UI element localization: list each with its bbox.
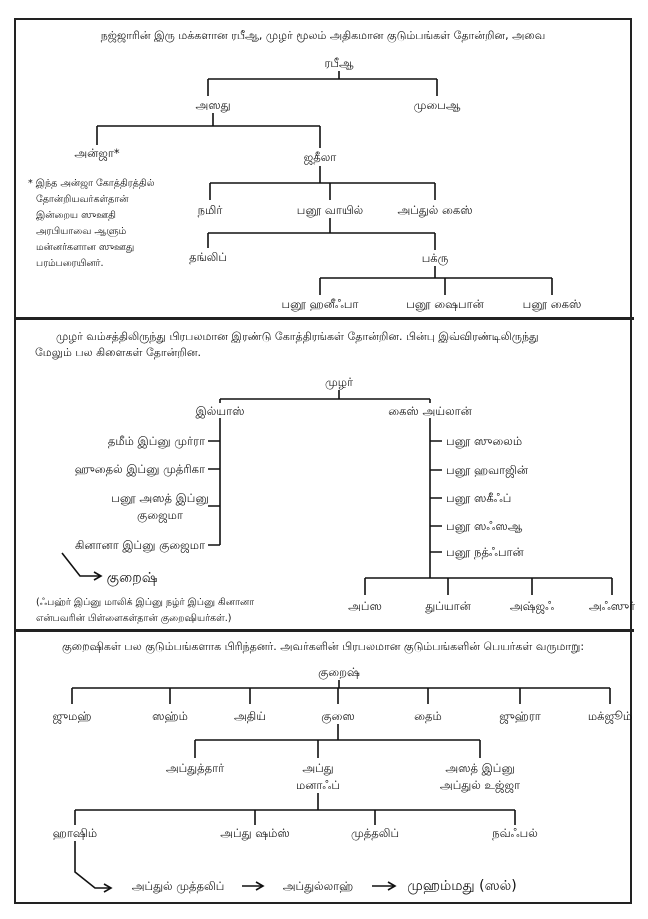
- section1-footnote: * இந்த அன்ஜா கோத்திரத்தில் தோன்றியவர்கள்…: [28, 176, 155, 272]
- footnote-line: பரம்பரையினர்.: [36, 258, 104, 269]
- node-abdul-qais: அப்துல் கைஸ்: [397, 203, 473, 217]
- node-banu-shaiban: பனூ ஷைபான்: [406, 297, 484, 311]
- node-sahm: ஸஹ்ம்: [152, 709, 188, 723]
- node-taghlib: தங்லிப்: [189, 250, 227, 264]
- node-taim: தைம்: [414, 709, 442, 723]
- node-adiy: அதிய்: [233, 709, 267, 723]
- node-abdullah: அப்துல்லாஹ்: [282, 879, 354, 893]
- node-muhammad: முஹம்மது (ஸல்): [407, 878, 517, 894]
- node-qusai: குஸை: [321, 709, 355, 723]
- node-kinana: கினானா இப்னு குஜைமா: [74, 538, 205, 552]
- node-makhzum: மக்ஜூம்: [587, 709, 633, 723]
- footnote-line: இன்றைய ஸுஊதி: [36, 210, 116, 221]
- node-hashim: ஹாஷிம்: [52, 826, 98, 840]
- page-frame: [14, 18, 632, 904]
- node-banu-hanifa: பனூ ஹனீஃபா: [281, 297, 359, 311]
- node-banu-wail: பனூ வாயில்: [296, 203, 364, 217]
- node-banu-asad-line2: குஜைமா: [137, 508, 183, 522]
- node-banu-sasaa: பனூ ஸஃஸஆ: [446, 519, 523, 533]
- node-asad: அஸது: [195, 98, 231, 112]
- node-quraysh-root: குறைஷ்: [318, 665, 360, 679]
- node-abd-shams: அப்து ஷம்ஸ்: [220, 826, 290, 840]
- section-divider: [14, 317, 634, 320]
- node-ashja: அஷ்ஜஃ: [509, 599, 555, 613]
- footnote-line: மன்னர்களான ஸுஊது: [36, 242, 135, 253]
- node-zuhra: ஜுஹ்ரா: [499, 709, 541, 723]
- node-anza: அன்ஜா*: [74, 146, 120, 160]
- node-asad-ibn: அஸத் இப்னு: [445, 761, 515, 775]
- node-rabia: ரபீஆ: [324, 56, 354, 70]
- node-banu-ghatafan: பனூ நத்ஃபான்: [446, 545, 524, 559]
- node-ilyas: இல்யாஸ்: [195, 404, 245, 418]
- footnote-line: (ஃபஹ்ர் இப்னு மாலிக் இப்னு நழ்ர் இப்னு க…: [36, 597, 255, 608]
- node-banu-qais: பனூ கைஸ்: [522, 297, 582, 311]
- node-banu-sulaim: பனூ ஸுலைம்: [446, 434, 523, 448]
- footnote-line: என்பவரின் பிள்ளைகள்தான் குறைஷியர்கள்.): [36, 613, 232, 624]
- node-nawfal: நவ்ஃபல்: [492, 826, 538, 840]
- node-abd-manaf-line2: மனாஃப்: [296, 778, 340, 792]
- section2-intro-line: முழர் வம்சத்திலிருந்து பிரபலமான இரண்டு க…: [56, 330, 539, 343]
- section-divider: [14, 629, 634, 632]
- node-asur: அஃஸுர்: [588, 599, 636, 613]
- node-dhubyan: துப்யான்: [425, 599, 471, 613]
- node-jadeela: ஜதீலா: [303, 150, 337, 164]
- footnote-line: அரபியாவை ஆளும்: [36, 226, 127, 237]
- node-banu-thaqif: பனூ ஸகீஃப்: [446, 491, 512, 505]
- node-namir: நமிர்: [197, 203, 223, 217]
- node-abs: அப்ஸ: [348, 599, 382, 613]
- node-mudar: முழர்: [324, 375, 354, 389]
- footnote-line: தோன்றியவர்கள்தான்: [36, 194, 129, 205]
- section3-intro: குறைஷிகள் பல குடும்பங்களாக பிரிந்தனர். அ…: [61, 640, 585, 653]
- node-dubaia: முபைஆ: [413, 98, 461, 112]
- section1-intro: நஜ்ஜாரின் இரு மக்களான ரபீஆ, முழர் மூலம் …: [100, 29, 546, 42]
- node-abdul-muttalib: அப்துல் முத்தலிப்: [131, 879, 225, 893]
- node-qays-ailan: கைஸ் அய்லான்: [388, 404, 472, 418]
- node-jumah: ஜுமஹ்: [52, 709, 92, 723]
- node-abd-manaf: அப்து: [302, 761, 334, 775]
- node-banu-asad: பனூ அஸத் இப்னு: [111, 491, 209, 505]
- footnote-line: * இந்த அன்ஜா கோத்திரத்தில்: [28, 178, 155, 189]
- node-quraysh: குறைஷ்: [106, 570, 158, 586]
- node-muttalib: முத்தலிப்: [350, 826, 400, 840]
- node-bakr: பக்ரு: [421, 251, 449, 265]
- node-abd-ad-dar: அப்துத்தார்: [165, 761, 225, 775]
- node-abdul-uzza: அப்துல் உஜ்ஜா: [439, 778, 521, 792]
- section2-intro-line: மேலும் பல கிளைகள் தோன்றின.: [35, 346, 201, 359]
- node-hudhail: ஹுதைல் இப்னு முத்ரிகா: [74, 462, 205, 476]
- node-tamim: தமீம் இப்னு முர்ரா: [107, 434, 205, 448]
- node-banu-hawazin: பனூ ஹவாஜின்: [446, 463, 529, 477]
- section2-footnote: (ஃபஹ்ர் இப்னு மாலிக் இப்னு நழ்ர் இப்னு க…: [36, 595, 254, 627]
